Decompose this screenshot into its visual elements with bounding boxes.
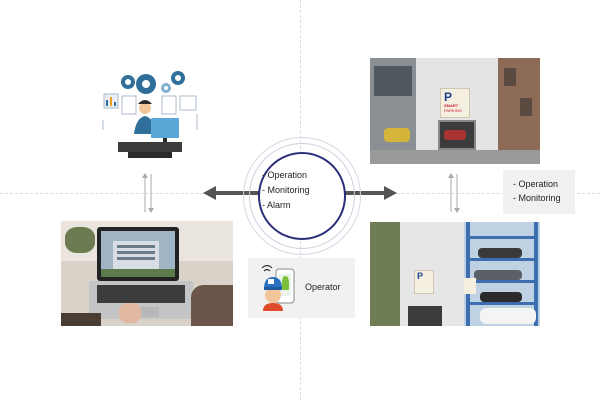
gear-icon [161,83,171,93]
document-icon [121,95,137,115]
site-functions-box: Operation Monitoring [503,170,575,214]
desk [118,142,182,152]
operator-phone-icon [261,265,295,311]
site-item-monitoring: Monitoring [513,191,575,205]
laptop-monitoring-photo [61,221,233,326]
code-icon [179,95,197,111]
wifi-icon [261,265,273,272]
smart-parking-sign: P SMART PARKING [440,88,470,118]
left-arrow [203,186,259,200]
sign-letter-small: P [417,271,424,281]
right-arrow [341,186,397,200]
hub-item-operation: Operation [262,168,342,183]
android-icon [282,280,289,290]
gear-icon [171,71,185,85]
monitor-icon [151,118,179,138]
gear-icon [136,74,156,94]
operator-at-computer-illustration [102,71,198,158]
hub-function-list: Operation Monitoring Alarm [262,168,342,213]
gear-icon [121,75,135,89]
smart-parking-building-photo: P SMART PARKING [370,58,540,164]
sign-line-1: SMART [444,103,459,108]
person-body [134,116,156,134]
right-link-arrows [448,173,460,213]
left-link-arrows [142,173,154,213]
sign-line-2: PARKING [444,108,462,113]
hub-item-monitoring: Monitoring [262,183,342,198]
site-item-operation: Operation [513,177,575,191]
hub-middle-ring [249,143,355,249]
operator-label: Operator [305,282,341,292]
hub-item-alarm: Alarm [262,198,342,213]
tower-parking-photo: P [370,222,540,326]
hub-outer-ring [243,137,361,255]
person-head [139,102,151,114]
document-icon [161,95,177,115]
laptop-screen [101,231,175,277]
smart-parking-sign-small: P [414,270,434,294]
sign-letter: P [444,90,453,104]
